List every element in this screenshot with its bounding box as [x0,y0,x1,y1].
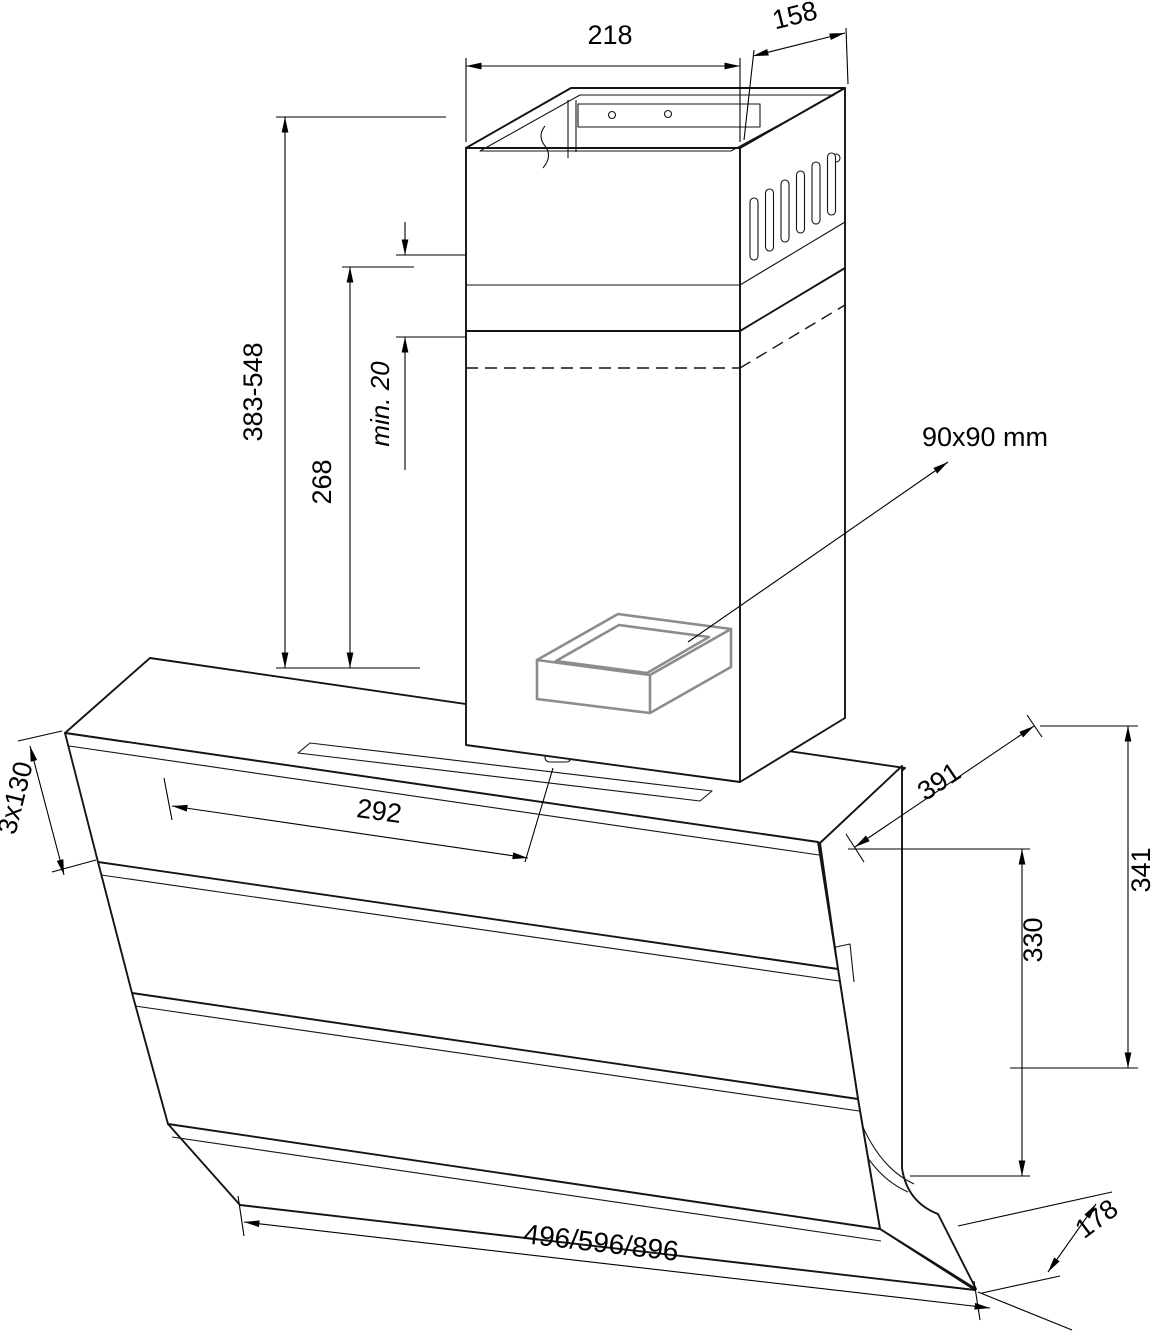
dim-label: 292 [355,793,404,829]
bracket-hole [663,109,673,119]
dim-label: 391 [912,757,966,807]
dim-label: 3x130 [0,758,39,837]
bracket-hole [607,110,617,120]
glass-step-1-edge [97,861,839,970]
dim-label: 341 [1126,847,1156,892]
glass-step-2-edge [131,992,859,1100]
dim-outlet-offset: 292 [163,767,554,863]
glass-thickness-lines [68,745,882,1242]
hood-front-panels [64,732,976,1291]
glass-step-3-edge [167,1123,881,1230]
mounting-bracket [540,100,841,169]
dim-chimney-top-width: 218 [465,20,741,142]
chimney-duct [465,87,846,783]
dim-label: 330 [1018,917,1048,962]
dim-air-outlet: 90x90 mm [687,422,1048,643]
chimney-inner-rim [479,94,835,152]
dim-rear-height: 341 [1010,725,1156,1069]
dim-min-overlap: min. 20 [365,222,466,470]
dim-telescopic-height-range: 383-548 [238,116,446,669]
dim-label: 383-548 [238,342,268,441]
upper-chimney-bottom-edge [465,267,846,332]
hidden-lower-chimney-edge [466,304,846,369]
cable-squiggle [540,125,550,169]
dim-body-height: 330 [848,848,1048,1177]
dim-label: min. 20 [365,361,395,447]
dim-label: 158 [769,0,820,35]
dim-label: 90x90 mm [922,422,1048,452]
dim-lower-chimney-height: 268 [307,266,414,668]
chimney-seam [466,221,846,286]
dim-label: 268 [307,459,337,504]
dim-bottom-depth: 178 [957,1191,1124,1294]
dim-label: 178 [1070,1193,1124,1244]
dim-label: 218 [587,20,632,50]
vent-slots [749,152,837,261]
air-outlet-box [535,612,733,715]
chimney-front-face [465,147,741,783]
